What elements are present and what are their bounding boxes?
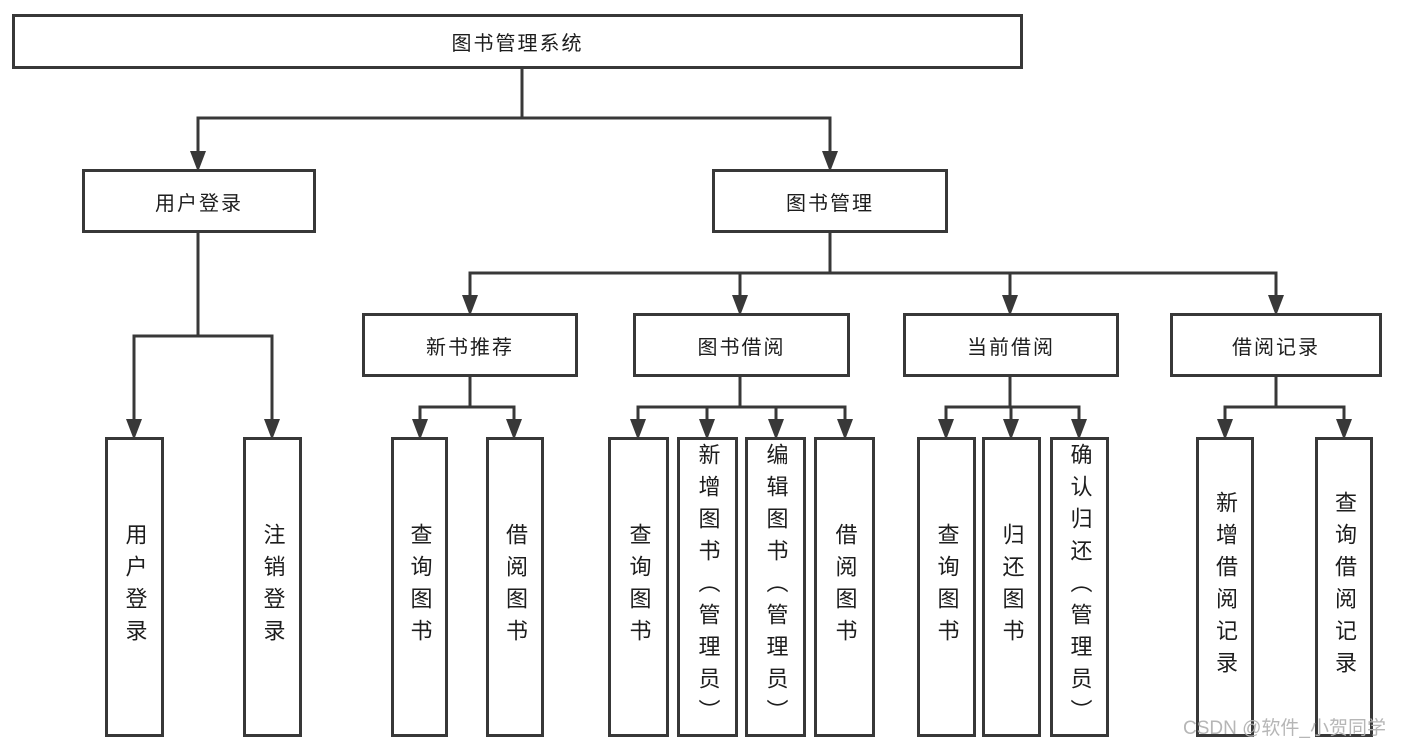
leaf-user-login-label: 用户登录 [122,523,148,651]
leaf-confirm-return-admin: 确认归还（管理员） [1050,437,1109,737]
leaf-borrow-books-label: 借阅图书 [832,523,858,651]
leaf-query-borrow-record-label: 查询借阅记录 [1332,491,1357,683]
node-borrow-record: 借阅记录 [1170,313,1382,377]
node-current-borrow-label: 当前借阅 [967,336,1055,359]
node-user-login-label: 用户登录 [155,192,243,215]
node-new-book-recommend: 新书推荐 [362,313,578,377]
leaf-user-login: 用户登录 [105,437,164,737]
leaf-borrow-books-recommend: 借阅图书 [486,437,544,737]
node-root: 图书管理系统 [12,14,1023,69]
leaf-logout-label: 注销登录 [260,523,286,651]
leaf-add-books-admin: 新增图书（管理员） [677,437,738,737]
leaf-add-borrow-record-label: 新增借阅记录 [1213,491,1238,683]
leaf-return-books: 归还图书 [982,437,1041,737]
leaf-query-books-current: 查询图书 [917,437,976,737]
leaf-logout: 注销登录 [243,437,302,737]
node-current-borrow: 当前借阅 [903,313,1119,377]
leaf-query-books-current-label: 查询图书 [934,523,960,651]
node-user-login: 用户登录 [82,169,316,233]
node-root-label: 图书管理系统 [451,33,584,55]
leaf-query-borrow-record: 查询借阅记录 [1315,437,1373,737]
leaf-query-books-borrow-label: 查询图书 [626,523,652,651]
leaf-add-borrow-record: 新增借阅记录 [1196,437,1254,737]
leaf-query-books-recommend-label: 查询图书 [407,523,433,651]
node-borrow-record-label: 借阅记录 [1232,336,1320,359]
node-book-borrow: 图书借阅 [633,313,850,377]
leaf-query-books-recommend: 查询图书 [391,437,448,737]
arrowheads [126,151,1352,440]
node-new-book-recommend-label: 新书推荐 [426,336,514,359]
node-book-management: 图书管理 [712,169,948,233]
leaf-query-books-borrow: 查询图书 [608,437,669,737]
leaf-borrow-books-recommend-label: 借阅图书 [503,523,528,651]
leaf-return-books-label: 归还图书 [999,523,1025,651]
leaf-add-books-admin-label: 新增图书（管理员） [695,443,721,731]
leaf-confirm-return-admin-label: 确认归还（管理员） [1067,443,1093,731]
node-book-management-label: 图书管理 [786,192,874,215]
leaf-edit-books-admin: 编辑图书（管理员） [745,437,806,737]
leaf-edit-books-admin-label: 编辑图书（管理员） [763,443,789,731]
leaf-borrow-books: 借阅图书 [814,437,875,737]
node-book-borrow-label: 图书借阅 [697,336,786,359]
connector-paths [132,69,1346,426]
csdn-watermark: CSDN @软件_小贺同学 [1183,718,1386,739]
